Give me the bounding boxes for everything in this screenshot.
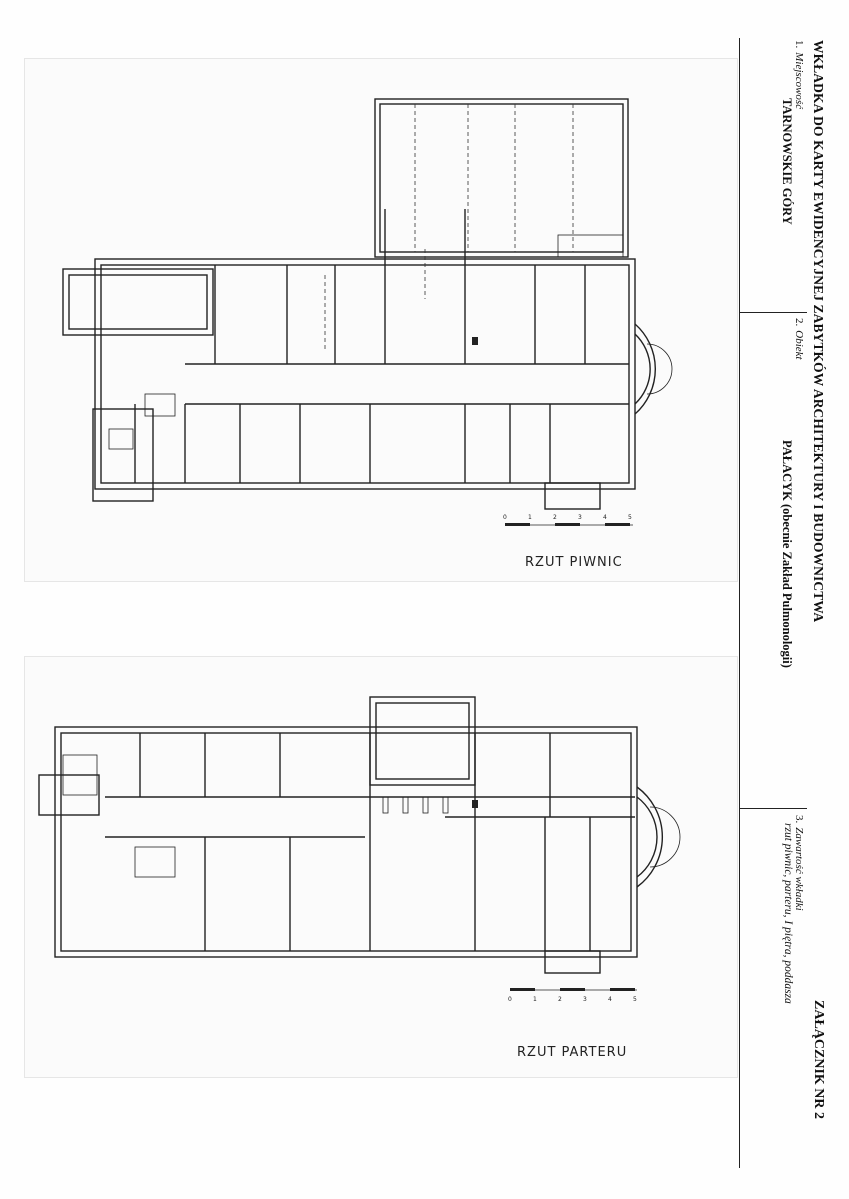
scale-tick: 4 <box>608 996 612 1003</box>
plan-sheet-ground-floor: 0 1 2 3 4 5 RZUT PARTERU <box>24 656 738 1078</box>
plan-wall <box>379 103 624 253</box>
plan-tower <box>636 796 658 878</box>
field-2-number: 2. <box>793 318 805 327</box>
field-2-header: 2. Obiekt <box>791 318 809 360</box>
plan-wall <box>369 696 476 786</box>
scale-tick: 5 <box>633 996 637 1003</box>
scale-tick: 3 <box>578 514 582 521</box>
scale-tick: 2 <box>558 996 562 1003</box>
field-3-value: rzut piwnic, parteru, I piętra, poddasza <box>782 823 794 1004</box>
plan-stair <box>144 393 176 417</box>
plan-wall <box>374 98 629 258</box>
header-strip <box>739 38 826 1168</box>
plan-tower <box>634 323 657 415</box>
plan-wall <box>94 258 636 490</box>
scale-bar: 0 1 2 3 4 5 <box>503 514 633 526</box>
plan-stair <box>108 428 134 450</box>
plan-wall <box>54 726 638 958</box>
plan-column-row <box>382 796 449 814</box>
plan-tower <box>634 333 651 405</box>
plan-marker <box>472 800 478 808</box>
plan-stair <box>62 754 98 796</box>
field-1-value: TARNOWSKIE GÓRY <box>780 98 794 225</box>
plan-wall <box>62 268 214 336</box>
field-1-label: Miejscowość <box>793 52 805 110</box>
plan-stair <box>557 234 624 258</box>
scale-bar: 0 1 2 3 4 5 <box>508 988 637 1003</box>
plan-wall <box>92 408 154 502</box>
field-divider-1 <box>739 312 807 313</box>
scale-tick: 4 <box>603 514 607 521</box>
field-2-value: PAŁACYK (obecnie Zakład Pulmonologii) <box>780 440 794 668</box>
attachment-label: ZAŁĄCZNIK NR 2 <box>811 1000 826 1120</box>
field-3-label: Zawartość wkładki <box>793 827 805 911</box>
plan-stair <box>134 846 176 878</box>
plan-wall <box>375 702 470 780</box>
basement-floor-plan: 0 1 2 3 4 5 <box>62 98 673 526</box>
plan-caption-ground-floor: RZUT PARTERU <box>517 1045 628 1060</box>
plan-tower <box>636 786 664 888</box>
field-3-number: 3. <box>793 815 805 824</box>
scale-tick: 3 <box>583 996 587 1003</box>
scale-tick: 5 <box>628 514 632 521</box>
plan-wall <box>38 774 100 816</box>
document-title: WKŁADKA DO KARTY EWIDENCYJNEJ ZABYTKÓW A… <box>811 40 826 623</box>
plan-wall <box>544 482 601 510</box>
plan-spiral-stair <box>646 343 673 395</box>
scale-tick: 2 <box>553 514 557 521</box>
plan-wall <box>68 274 208 330</box>
field-2-label: Obiekt <box>793 330 805 360</box>
scale-tick: 0 <box>503 514 507 521</box>
plan-marker <box>472 337 478 345</box>
scale-tick: 1 <box>533 996 537 1003</box>
scale-tick: 1 <box>528 514 532 521</box>
ground-floor-plan: 0 1 2 3 4 5 <box>38 696 681 1003</box>
plan-wall <box>100 264 630 484</box>
plan-spiral-stair <box>649 806 681 868</box>
plan-wall <box>60 732 632 952</box>
plan-wall <box>544 950 601 974</box>
field-1-number: 1. <box>793 40 805 49</box>
field-divider-2 <box>739 808 807 809</box>
plan-sheet-basement: 0 1 2 3 4 5 RZUT PIWNIC <box>24 58 738 582</box>
plan-caption-basement: RZUT PIWNIC <box>525 555 623 570</box>
scale-tick: 0 <box>508 996 512 1003</box>
